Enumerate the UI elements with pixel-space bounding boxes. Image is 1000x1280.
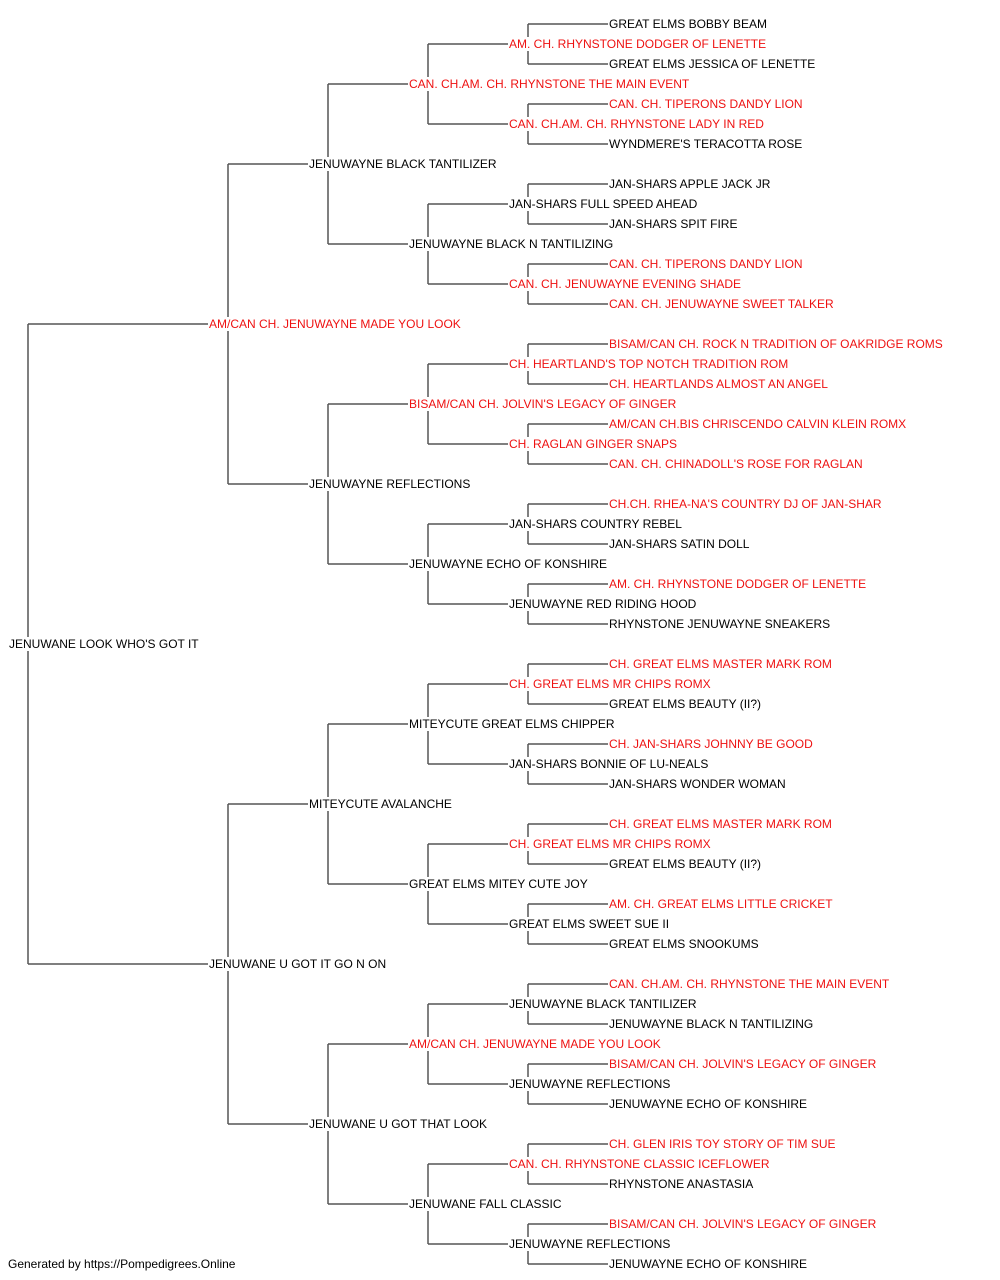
pedigree-node: AM. CH. RHYNSTONE DODGER OF LENETTE xyxy=(608,577,868,591)
pedigree-node: JENUWAYNE BLACK TANTILIZER xyxy=(508,997,698,1011)
pedigree-node: CAN. CH. RHYNSTONE CLASSIC ICEFLOWER xyxy=(508,1157,771,1171)
pedigree-node: CAN. CH. CHINADOLL'S ROSE FOR RAGLAN xyxy=(608,457,864,471)
pedigree-node: CH. GREAT ELMS MASTER MARK ROM xyxy=(608,817,833,831)
pedigree-node: JENUWAYNE RED RIDING HOOD xyxy=(508,597,698,611)
pedigree-node: JENUWAYNE BLACK TANTILIZER xyxy=(308,157,498,171)
pedigree-node: AM. CH. RHYNSTONE DODGER OF LENETTE xyxy=(508,37,768,51)
pedigree-node: BISAM/CAN CH. JOLVIN'S LEGACY OF GINGER xyxy=(608,1057,878,1071)
pedigree-node: CH. GREAT ELMS MR CHIPS ROMX xyxy=(508,837,712,851)
pedigree-node: GREAT ELMS SNOOKUMS xyxy=(608,937,760,951)
pedigree-node: MITEYCUTE AVALANCHE xyxy=(308,797,453,811)
pedigree-node: JAN-SHARS WONDER WOMAN xyxy=(608,777,787,791)
pedigree-node: JAN-SHARS BONNIE OF LU-NEALS xyxy=(508,757,710,771)
pedigree-node: JAN-SHARS COUNTRY REBEL xyxy=(508,517,683,531)
pedigree-node: JENUWANE LOOK WHO'S GOT IT xyxy=(8,637,200,651)
pedigree-node: BISAM/CAN CH. JOLVIN'S LEGACY OF GINGER xyxy=(608,1217,878,1231)
pedigree-node: MITEYCUTE GREAT ELMS CHIPPER xyxy=(408,717,616,731)
pedigree-node: CH. HEARTLAND'S TOP NOTCH TRADITION ROM xyxy=(508,357,790,371)
pedigree-node: JENUWAYNE REFLECTIONS xyxy=(508,1237,672,1251)
pedigree-node: RHYNSTONE JENUWAYNE SNEAKERS xyxy=(608,617,832,631)
pedigree-node: JENUWAYNE BLACK N TANTILIZING xyxy=(408,237,615,251)
pedigree-node: GREAT ELMS BOBBY BEAM xyxy=(608,17,769,31)
pedigree-node: AM/CAN CH. JENUWAYNE MADE YOU LOOK xyxy=(408,1037,662,1051)
pedigree-node: CH. GLEN IRIS TOY STORY OF TIM SUE xyxy=(608,1137,837,1151)
pedigree-node: JENUWAYNE BLACK N TANTILIZING xyxy=(608,1017,815,1031)
pedigree-node: GREAT ELMS BEAUTY (II?) xyxy=(608,857,763,871)
pedigree-node: CAN. CH. TIPERONS DANDY LION xyxy=(608,97,804,111)
pedigree-node: GREAT ELMS SWEET SUE II xyxy=(508,917,671,931)
pedigree-node: CH. HEARTLANDS ALMOST AN ANGEL xyxy=(608,377,829,391)
pedigree-node: CH. GREAT ELMS MASTER MARK ROM xyxy=(608,657,833,671)
pedigree-node: AM/CAN CH. JENUWAYNE MADE YOU LOOK xyxy=(208,317,462,331)
pedigree-node: AM. CH. GREAT ELMS LITTLE CRICKET xyxy=(608,897,834,911)
generated-by-footer: Generated by https://Pompedigrees.Online xyxy=(8,1257,236,1271)
pedigree-node: JAN-SHARS SATIN DOLL xyxy=(608,537,751,551)
pedigree-node: CH. GREAT ELMS MR CHIPS ROMX xyxy=(508,677,712,691)
pedigree-node: JAN-SHARS APPLE JACK JR xyxy=(608,177,772,191)
pedigree-node: CAN. CH. TIPERONS DANDY LION xyxy=(608,257,804,271)
pedigree-node: JENUWAYNE REFLECTIONS xyxy=(508,1077,672,1091)
pedigree-node: GREAT ELMS BEAUTY (II?) xyxy=(608,697,763,711)
pedigree-node: AM/CAN CH.BIS CHRISCENDO CALVIN KLEIN RO… xyxy=(608,417,908,431)
pedigree-node: CH.CH. RHEA-NA'S COUNTRY DJ OF JAN-SHAR xyxy=(608,497,883,511)
pedigree-node: CAN. CH.AM. CH. RHYNSTONE THE MAIN EVENT xyxy=(408,77,691,91)
pedigree-node: JENUWAYNE ECHO OF KONSHIRE xyxy=(608,1257,809,1271)
pedigree-node: JENUWAYNE ECHO OF KONSHIRE xyxy=(608,1097,809,1111)
pedigree-node: CAN. CH.AM. CH. RHYNSTONE LADY IN RED xyxy=(508,117,765,131)
pedigree-node: CH. JAN-SHARS JOHNNY BE GOOD xyxy=(608,737,814,751)
pedigree-node: CAN. CH. JENUWAYNE EVENING SHADE xyxy=(508,277,743,291)
pedigree-node: JENUWANE U GOT IT GO N ON xyxy=(208,957,388,971)
pedigree-node: CH. RAGLAN GINGER SNAPS xyxy=(508,437,679,451)
pedigree-node: CAN. CH.AM. CH. RHYNSTONE THE MAIN EVENT xyxy=(608,977,891,991)
pedigree-node: WYNDMERE'S TERACOTTA ROSE xyxy=(608,137,804,151)
pedigree-node: BISAM/CAN CH. JOLVIN'S LEGACY OF GINGER xyxy=(408,397,678,411)
pedigree-node: BISAM/CAN CH. ROCK N TRADITION OF OAKRID… xyxy=(608,337,944,351)
pedigree-node: JAN-SHARS SPIT FIRE xyxy=(608,217,739,231)
pedigree-node: JENUWANE FALL CLASSIC xyxy=(408,1197,563,1211)
pedigree-node: JENUWAYNE ECHO OF KONSHIRE xyxy=(408,557,609,571)
pedigree-node: JENUWAYNE REFLECTIONS xyxy=(308,477,472,491)
pedigree-node: GREAT ELMS JESSICA OF LENETTE xyxy=(608,57,817,71)
pedigree-node: CAN. CH. JENUWAYNE SWEET TALKER xyxy=(608,297,835,311)
pedigree-node: RHYNSTONE ANASTASIA xyxy=(608,1177,755,1191)
pedigree-node: JAN-SHARS FULL SPEED AHEAD xyxy=(508,197,699,211)
pedigree-node: JENUWANE U GOT THAT LOOK xyxy=(308,1117,489,1131)
pedigree-node: GREAT ELMS MITEY CUTE JOY xyxy=(408,877,589,891)
